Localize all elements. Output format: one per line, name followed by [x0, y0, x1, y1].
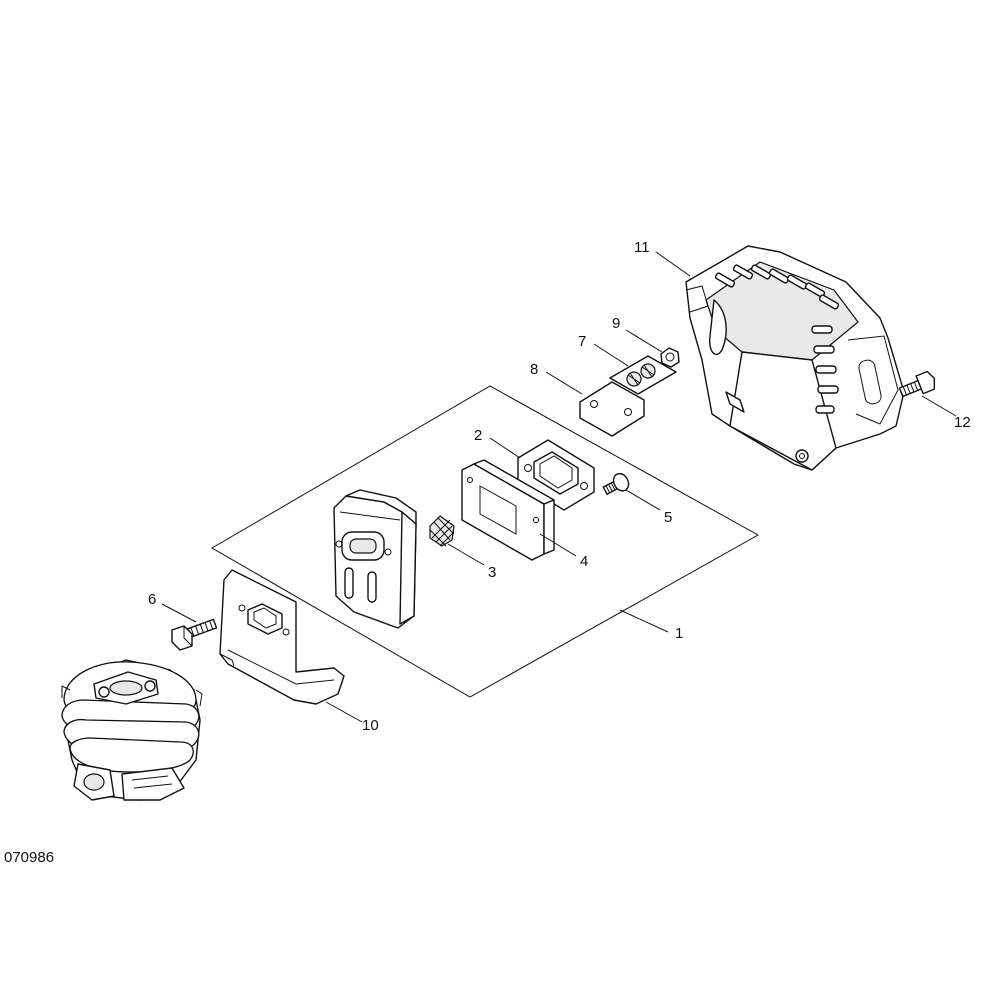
nut-9 — [660, 347, 680, 368]
leader-lines — [161, 251, 957, 723]
callout-3: 3 — [488, 564, 496, 581]
callout-8: 8 — [530, 361, 538, 378]
leader-12 — [921, 395, 957, 417]
leader-10 — [325, 701, 363, 723]
callout-4: 4 — [580, 553, 588, 570]
callout-2: 2 — [474, 427, 482, 444]
leader-7 — [593, 343, 629, 367]
leader-11 — [655, 251, 691, 277]
leader-1 — [619, 609, 669, 633]
callout-12: 12 — [954, 414, 971, 431]
leader-5 — [625, 489, 661, 511]
bolt-12 — [898, 370, 936, 398]
leader-3 — [447, 543, 485, 566]
bolt-6 — [171, 618, 218, 651]
callout-1: 1 — [675, 625, 683, 642]
muffler-cover — [685, 245, 905, 471]
mesh-screen-3 — [429, 515, 455, 547]
callout-5: 5 — [664, 509, 672, 526]
kit-outline — [211, 385, 760, 698]
leader-2 — [489, 437, 521, 459]
muffler-body — [333, 489, 417, 629]
leader-8 — [545, 371, 583, 395]
callout-7: 7 — [578, 333, 586, 350]
leader-4 — [539, 533, 577, 557]
callout-10: 10 — [362, 717, 379, 734]
callout-11: 11 — [634, 239, 650, 256]
leader-6 — [161, 603, 197, 623]
drawing-code: 070986 — [4, 849, 54, 866]
gasket-plate-8 — [579, 381, 645, 437]
screw-5 — [602, 472, 630, 495]
engine-cylinder — [61, 659, 203, 801]
callout-6: 6 — [148, 591, 156, 608]
callout-9: 9 — [612, 315, 620, 332]
leader-9 — [625, 329, 663, 353]
heat-shield-10 — [219, 569, 345, 705]
callout-labels: 1 2 3 4 5 6 7 8 9 10 11 12 — [148, 239, 971, 734]
screen-7 — [609, 355, 677, 395]
